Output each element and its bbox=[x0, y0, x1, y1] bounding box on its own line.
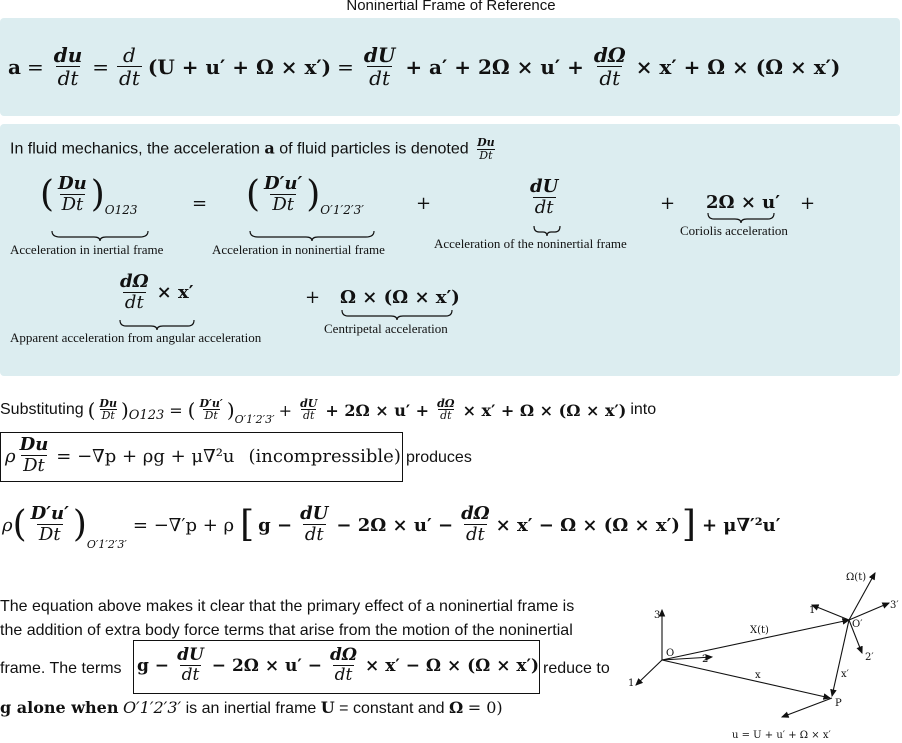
eq1-tail: × x′ + Ω × (Ω × x′) bbox=[635, 55, 841, 79]
label-P: P bbox=[835, 698, 842, 709]
label-1: 1 bbox=[628, 678, 634, 689]
terms-intro: In fluid mechanics, the acceleration a o… bbox=[10, 136, 495, 162]
eq1-paren: (U + u′ + Ω × x′) bbox=[147, 55, 332, 79]
label-x-prime: x′ bbox=[841, 669, 850, 680]
label-3-prime: 3′ bbox=[890, 600, 899, 611]
label-omega: Ω(t) bbox=[846, 572, 866, 583]
label-X: X(t) bbox=[750, 625, 769, 636]
plus-sign: + bbox=[416, 193, 432, 214]
accel-symbol: a bbox=[8, 55, 21, 79]
caption-centripetal: Centripetal acceleration bbox=[324, 321, 448, 336]
caption-noninertial: Acceleration in noninertial frame bbox=[212, 242, 385, 257]
label-2-prime: 2′ bbox=[865, 652, 874, 663]
label-velocity-equation: u = U + u′ + Ω × x′ bbox=[732, 730, 831, 741]
brace-coriolis bbox=[707, 212, 775, 223]
brace-inertial bbox=[51, 230, 149, 241]
paragraph-line-4: g alone when O′1′2′3′ is an inertial fra… bbox=[0, 698, 503, 717]
label-1-prime: 1′ bbox=[809, 605, 818, 616]
omega-vector bbox=[848, 572, 876, 621]
term-coriolis: 2Ω × u′ bbox=[706, 192, 780, 213]
caption-inertial: Acceleration in inertial frame bbox=[10, 242, 164, 257]
caption-angular: Apparent acceleration from angular accel… bbox=[10, 330, 262, 345]
axis-1 bbox=[635, 659, 663, 686]
brace-noninertial bbox=[249, 230, 375, 241]
ns-equation-box bbox=[0, 432, 403, 482]
axis-2-prime bbox=[848, 619, 863, 655]
eq1-mid: + a′ + 2Ω × u′ + bbox=[405, 55, 584, 79]
axis-1-prime bbox=[810, 604, 850, 621]
plus-sign: + bbox=[800, 193, 816, 214]
equation-panel bbox=[0, 18, 900, 116]
terms-panel bbox=[0, 124, 900, 376]
vector-X bbox=[661, 618, 851, 661]
caption-coriolis: Coriolis acceleration bbox=[680, 223, 788, 238]
term-noninertial: ( D′u′Dt ) O′1′2′3′ bbox=[246, 173, 364, 217]
plus-sign: + bbox=[660, 193, 676, 214]
paragraph-line-1: The equation above makes it clear that t… bbox=[0, 598, 575, 615]
label-O-prime: O′ bbox=[852, 619, 863, 630]
ns-noninertial-equation: ρ ( D′u′Dt ) O′1′2′3′ = −∇′p + ρ [ g − d… bbox=[2, 503, 781, 551]
plus-sign: + bbox=[305, 287, 321, 308]
paragraph-line-3a: frame. The terms bbox=[0, 660, 122, 677]
term-centripetal: Ω × (Ω × x′) bbox=[340, 287, 460, 308]
brace-centripetal bbox=[341, 309, 453, 320]
body-force-box bbox=[133, 640, 540, 694]
caption-frame-accel: Acceleration of the noninertial frame bbox=[434, 236, 627, 251]
brace-angular bbox=[119, 319, 195, 330]
vector-x-prime bbox=[830, 619, 850, 698]
produces-text: produces bbox=[406, 449, 472, 466]
brace-frame-accel bbox=[533, 225, 561, 236]
label-O: O bbox=[666, 648, 674, 659]
label-2: 2 bbox=[702, 654, 708, 665]
label-x: x bbox=[755, 670, 761, 681]
vector-x bbox=[661, 659, 832, 700]
label-3: 3 bbox=[654, 610, 660, 621]
velocity-vector bbox=[780, 697, 833, 718]
page-title: Noninertial Frame of Reference bbox=[346, 0, 556, 14]
axis-3-prime bbox=[848, 602, 891, 621]
paragraph-line-3b: reduce to bbox=[543, 660, 610, 677]
equals-sign: = bbox=[192, 193, 208, 214]
paragraph-line-2: the addition of extra body force terms t… bbox=[0, 622, 573, 639]
frame-diagram: Ω(t) X(t) x x′ O O′ P 1 2 3 1′ 2′ 3′ u =… bbox=[628, 572, 899, 741]
axis-2 bbox=[661, 654, 714, 661]
